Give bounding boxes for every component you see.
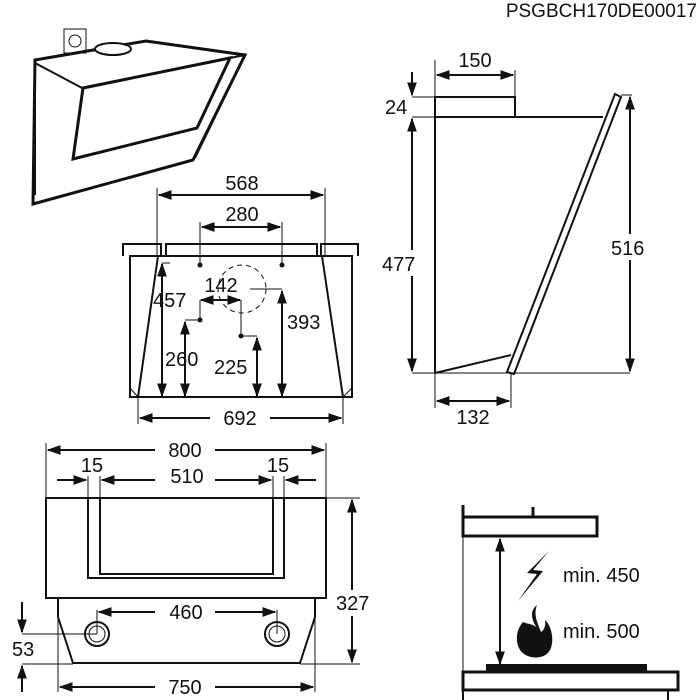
wall-cabinet: [461, 515, 599, 538]
gas-clearance-label: min. 500: [563, 621, 640, 643]
front-view-drawing: 568 280 457 142 260 225 393 692: [122, 173, 359, 430]
dim-150: 150: [458, 50, 491, 72]
dim-327: 327: [336, 593, 369, 615]
clearance-diagram: min. 450 min. 500: [461, 505, 680, 700]
dim-53: 53: [12, 639, 34, 661]
duct-outlet: [94, 42, 132, 56]
dim-516: 516: [611, 238, 644, 260]
flame-icon: [516, 605, 553, 658]
dim-225: 225: [214, 357, 247, 379]
dim-260: 260: [165, 349, 198, 371]
cooktop: [486, 664, 647, 672]
dim-692: 692: [223, 408, 256, 430]
side-view-drawing: 150 24 477 516 132: [382, 50, 648, 429]
document-code: PSGBCH170DE00017: [506, 1, 697, 22]
dim-393: 393: [287, 312, 320, 334]
dim-568: 568: [225, 173, 258, 195]
dim-280: 280: [225, 204, 258, 226]
dim-15-left: 15: [81, 455, 103, 477]
electric-clearance-label: min. 450: [563, 565, 640, 587]
bottom-view-drawing: 800 15 510 15 460 327 53 750: [12, 440, 376, 699]
dim-142: 142: [204, 275, 237, 297]
dim-477: 477: [382, 254, 415, 276]
lightning-icon: [518, 551, 549, 601]
dim-750: 750: [168, 677, 201, 699]
dim-510: 510: [170, 466, 203, 488]
dim-132: 132: [456, 407, 489, 429]
dim-457: 457: [153, 290, 186, 312]
dim-24: 24: [385, 97, 407, 119]
power-socket-icon: [63, 28, 87, 54]
hood-perspective-illustration: [31, 28, 248, 206]
dim-800: 800: [168, 440, 201, 462]
dim-460: 460: [169, 602, 202, 624]
worktop: [461, 670, 680, 692]
dim-15-right: 15: [267, 455, 289, 477]
